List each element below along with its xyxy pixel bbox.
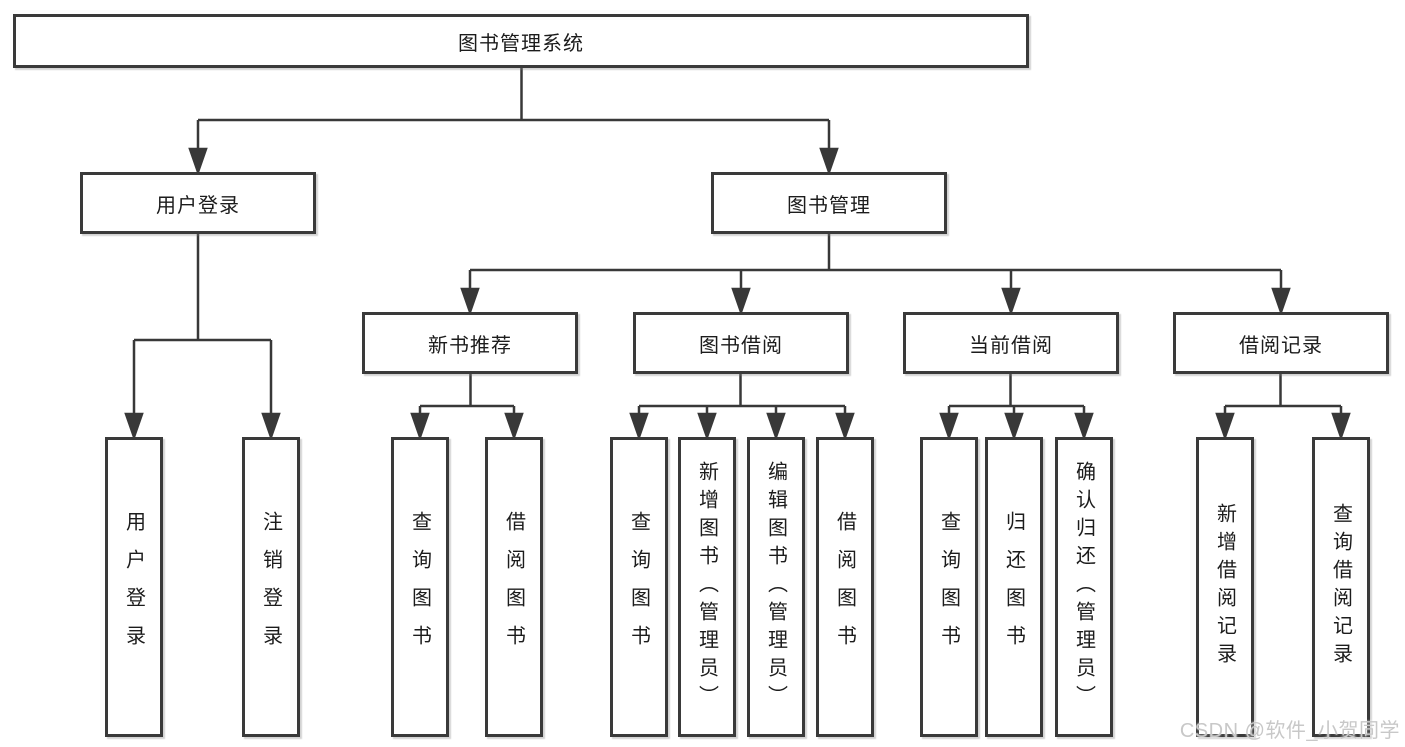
arrowhead (939, 412, 959, 441)
arrowhead (124, 412, 144, 441)
leaf-borrow-books: 借阅图书 (816, 437, 874, 737)
leaf-borrow-books-recommend: 借阅图书 (485, 437, 543, 737)
arrowhead (504, 412, 524, 441)
arrowhead (1331, 412, 1351, 441)
node-book-management: 图书管理 (711, 172, 947, 234)
leaf-logout: 注销登录 (242, 437, 300, 737)
csdn-watermark: CSDN @软件_小贺同学 (1179, 720, 1400, 742)
arrowhead (410, 412, 430, 441)
connector-line (196, 68, 831, 152)
arrowhead (697, 412, 717, 441)
arrowhead (1074, 412, 1094, 441)
connector-line (637, 374, 847, 417)
arrowhead (1215, 412, 1235, 441)
connector-new-book-children (410, 374, 524, 441)
node-borrowing-records: 借阅记录 (1173, 312, 1389, 374)
arrowhead (1004, 412, 1024, 441)
node-user-login: 用户登录 (80, 172, 316, 234)
arrowhead (819, 147, 839, 176)
leaf-return-books: 归还图书 (985, 437, 1043, 737)
arrowhead (188, 147, 208, 176)
leaf-edit-books-admin: 编辑图书（管理员） (747, 437, 805, 737)
node-new-book-recommendation: 新书推荐 (362, 312, 578, 374)
arrowhead (1271, 287, 1291, 316)
connector-line (132, 234, 273, 417)
connector-book-management-children (460, 234, 1291, 316)
leaf-add-books-admin: 新增图书（管理员） (678, 437, 736, 737)
arrowhead (261, 412, 281, 441)
node-current-borrowing: 当前借阅 (903, 312, 1119, 374)
leaf-query-borrow-record: 查询借阅记录 (1312, 437, 1370, 737)
connector-current-borrow-children (939, 374, 1094, 441)
node-book-borrowing: 图书借阅 (633, 312, 849, 374)
leaf-query-books-current: 查询图书 (920, 437, 978, 737)
arrowhead (1001, 287, 1021, 316)
arrowhead (766, 412, 786, 441)
arrowhead (629, 412, 649, 441)
leaf-add-borrow-record: 新增借阅记录 (1196, 437, 1254, 737)
node-library-management-system: 图书管理系统 (13, 14, 1029, 68)
leaf-confirm-return-admin: 确认归还（管理员） (1055, 437, 1113, 737)
connector-line (1223, 374, 1343, 417)
leaf-query-books-recommend: 查询图书 (391, 437, 449, 737)
leaf-query-books-borrow: 查询图书 (610, 437, 668, 737)
connector-user-login-children (124, 234, 281, 441)
connector-line (947, 374, 1086, 417)
connector-borrow-records-children (1215, 374, 1351, 441)
arrowhead (460, 287, 480, 316)
arrowhead (731, 287, 751, 316)
connector-book-borrow-children (629, 374, 855, 441)
connector-line (468, 234, 1283, 292)
connector-root-to-level1 (188, 68, 839, 176)
arrowhead (835, 412, 855, 441)
connector-line (418, 374, 516, 417)
leaf-user-login: 用户登录 (105, 437, 163, 737)
